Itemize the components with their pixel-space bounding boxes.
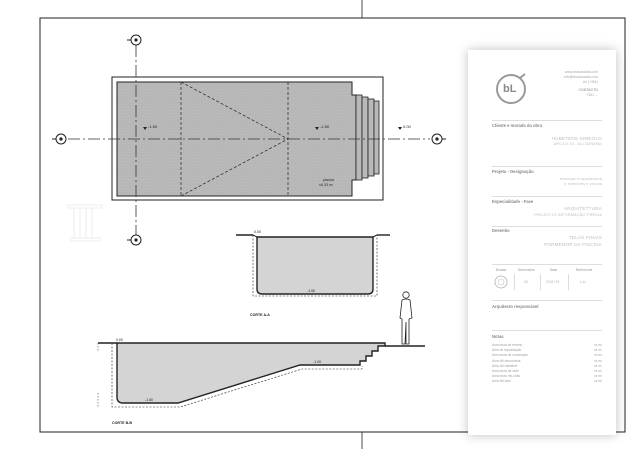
table-value: 1.xx	[580, 280, 586, 284]
human-scale-figure	[399, 291, 413, 345]
section-bb-level-top: 0.00	[116, 338, 123, 342]
notes-row-value: xx m²	[594, 358, 602, 363]
specialty-title: Especialidade - Fase	[492, 199, 534, 204]
section-bb	[97, 342, 425, 408]
scale-circle-icon	[494, 275, 508, 289]
notes-row: Area de implantação xx m²	[492, 348, 602, 353]
table-value: 2018 / 03	[546, 280, 560, 284]
contact-line: www.brasanadia.com	[564, 70, 598, 74]
section-aa-water	[256, 236, 374, 295]
notes-row-value: xx m²	[594, 374, 602, 379]
section-marker-right	[431, 133, 446, 145]
watermark-column-icon	[67, 204, 103, 242]
plan-level-right: -1.50	[320, 124, 330, 129]
section-marker-bottom	[127, 234, 142, 246]
drawing-line-1: TELAS FINAIS	[568, 235, 602, 240]
table-value: A3	[524, 280, 528, 284]
plan-area-value: ±A 33 m²	[319, 183, 334, 187]
drawing-border	[39, 17, 626, 433]
level-symbol-right	[315, 127, 319, 130]
plan-deck-outline	[111, 76, 384, 201]
section-marker-left	[52, 133, 67, 145]
table-header: Referência	[576, 268, 593, 272]
client-line-2: ARCA E EL. ALLOZNEBO	[553, 142, 602, 146]
drawing-title: Desenho	[492, 228, 510, 233]
divider	[492, 330, 602, 331]
divider	[492, 226, 602, 227]
plan-level-outside: 0.00	[403, 124, 412, 129]
level-symbol-outside	[398, 127, 402, 130]
client-title: Cliente e morada da obra	[492, 123, 543, 128]
notes-title: Notas	[492, 334, 504, 339]
title-block-card: bL www.brasanadia.com info@brasanadia.co…	[468, 50, 616, 435]
section-bb-title: CORTE B-B	[112, 421, 132, 425]
contact-line: +351 ...	[586, 93, 598, 97]
notes-row-label: Area bruta rés-chão	[492, 374, 521, 379]
divider	[492, 196, 602, 197]
plan-area-title: piscina	[323, 178, 334, 182]
project-line-2: e exteriores e piscina	[564, 182, 602, 186]
section-aa	[236, 234, 390, 297]
table-header: Escala	[496, 268, 507, 272]
contact-line: CONTACTO	[578, 88, 598, 92]
company-contacts: www.brasanadia.com info@brasanadia.com t…	[538, 70, 598, 98]
notes-row-label: Area útil habitável	[492, 363, 518, 368]
notes-row-label: Area útil total	[492, 379, 511, 384]
notes-row-label: Area bruta de construção	[492, 353, 528, 358]
notes-row: Area bruta da cave xx m²	[492, 369, 602, 374]
author-title: Arquitecto responsável	[492, 304, 539, 309]
section-bb-level-mid: -1.00	[313, 360, 321, 364]
notes-row-value: xx m²	[594, 363, 602, 368]
scale-table: Escala Dimensões Data Referência A3 2018…	[492, 268, 602, 294]
notes-row: Area bruta de terreno xx m²	[492, 343, 602, 348]
notes-row: Area bruta rés-chão xx m²	[492, 374, 602, 379]
contact-line: tel (+351)	[583, 80, 598, 84]
divider	[514, 274, 515, 290]
section-aa-level-bottom: -1.50	[307, 289, 315, 293]
specialty-line-2: PROJECTO INFORMAÇÃO PRÉVIA	[534, 213, 602, 217]
project-title: Projeto - Designação	[492, 169, 534, 174]
divider	[492, 264, 602, 265]
divider	[568, 274, 569, 290]
project-line-1: execução e arquitectura	[560, 177, 602, 181]
notes-row-label: Area bruta de terreno	[492, 343, 523, 347]
section-marker-top	[127, 34, 142, 46]
notes-row-value: xx m²	[594, 369, 602, 373]
section-aa-level-top: 0.00	[254, 230, 261, 234]
notes-row: Area útil descoberta xx m²	[492, 359, 602, 364]
drawing-line-2: PORMENOR DA PISCINA	[544, 242, 602, 247]
specialty-line-1: ARQUITETTURA	[563, 206, 602, 211]
notes-row: Area bruta de construção xx m²	[492, 353, 602, 358]
notes-row-value: xx m²	[594, 379, 602, 384]
divider	[492, 120, 602, 121]
notes-row-value: xx m²	[594, 343, 602, 347]
section-bb-water	[116, 342, 386, 404]
notes-row-label: Area bruta da cave	[492, 369, 519, 373]
level-symbol-left	[143, 127, 147, 130]
company-logo-icon	[496, 73, 526, 104]
notes-row-value: xx m²	[594, 353, 602, 358]
divider	[492, 166, 602, 167]
divider	[540, 274, 541, 290]
plan-level-left: -1.50	[148, 124, 158, 129]
section-aa-title: CORTE A-A	[250, 313, 270, 317]
notes-row-label: Area de implantação	[492, 348, 522, 353]
divider	[492, 300, 602, 301]
section-bb-level-bottom: -1.60	[145, 398, 153, 402]
table-header: Data	[550, 268, 557, 272]
contact-line: info@brasanadia.com	[563, 75, 598, 79]
plan-stairs	[355, 94, 380, 181]
notes-row-value: xx m²	[594, 348, 602, 353]
notes-row: Area útil habitável xx m²	[492, 364, 602, 369]
notes-row-label: Area útil descoberta	[492, 358, 521, 363]
table-header: Dimensões	[518, 268, 536, 272]
notes-row: Area útil total xx m²	[492, 379, 602, 384]
company-logo-text: bL	[503, 83, 517, 95]
plan-axes	[68, 45, 430, 235]
client-line-1: HUBETENS SIMEOLO	[551, 136, 602, 141]
